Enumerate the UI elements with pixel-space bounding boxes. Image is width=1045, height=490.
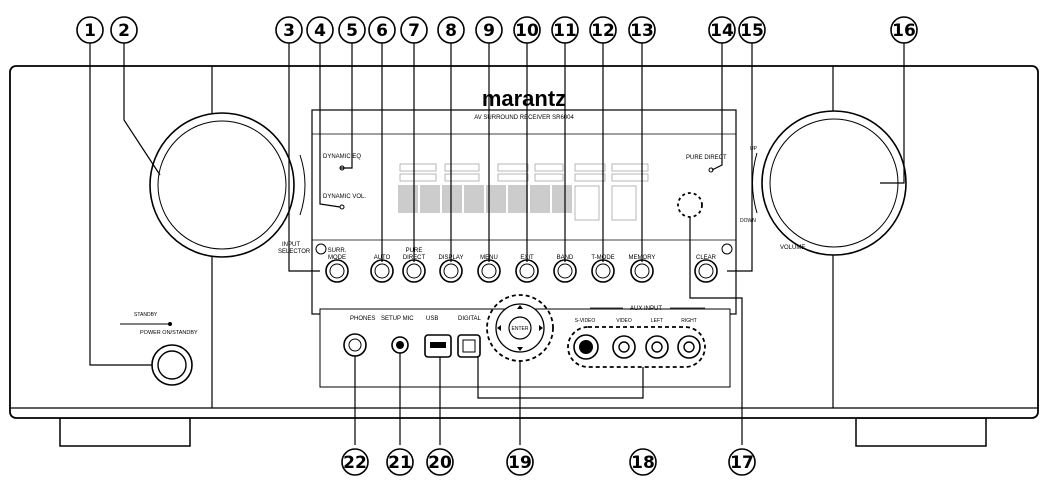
callout-circle-14 — [708, 16, 736, 44]
auto-button-inner — [374, 263, 390, 279]
callout-number-13: 13 — [630, 21, 654, 41]
fl-display — [398, 185, 572, 213]
surr-mode-button-inner — [329, 263, 345, 279]
callout-number-17: 17 — [730, 453, 754, 473]
display-indicators — [399, 163, 649, 221]
callout-circle-10 — [513, 16, 541, 44]
callout-number-11: 11 — [553, 21, 577, 41]
cursor-up-icon — [517, 305, 523, 309]
callout-circle-15 — [738, 16, 766, 44]
phones-label: PHONES — [350, 316, 375, 322]
memory-button-inner — [634, 263, 650, 279]
brand-logo: marantz — [482, 86, 566, 111]
callout-circle-6 — [368, 16, 396, 44]
callout-circle-3 — [275, 16, 303, 44]
callout-number-19: 19 — [508, 453, 532, 473]
callout-number-9: 9 — [483, 21, 495, 41]
callout-circle-8 — [437, 16, 465, 44]
callout-circle-5 — [338, 16, 366, 44]
pure-direct-label: PURE DIRECT — [686, 155, 727, 161]
callout-number-18: 18 — [631, 453, 655, 473]
dynamic-vol-label: DYNAMIC VOL. — [323, 194, 366, 200]
surr-mode-label: SURR. — [328, 248, 347, 254]
callout-number-10: 10 — [515, 21, 539, 41]
cursor-down-icon — [517, 347, 523, 351]
left-foot — [59, 417, 191, 447]
callout-number-20: 20 — [428, 453, 452, 473]
menu-button-inner — [481, 263, 497, 279]
aux-input-outline — [567, 326, 706, 368]
callout-number-7: 7 — [408, 21, 420, 41]
callout-circle-7 — [400, 16, 428, 44]
callout-number-16: 16 — [892, 21, 916, 41]
callout-circle-20 — [426, 448, 454, 476]
setup-mic-label: SETUP MIC — [381, 316, 414, 322]
standby-label: STANDBY — [134, 312, 158, 318]
exit-button-inner — [519, 263, 535, 279]
leader-lines — [89, 40, 905, 445]
power-label: POWER ON/STANDBY — [140, 330, 198, 336]
callout-number-14: 14 — [710, 21, 734, 41]
enter-button[interactable] — [508, 316, 532, 340]
callout-number-12: 12 — [591, 21, 615, 41]
clear-label: CLEAR — [696, 255, 717, 261]
callout-number-3: 3 — [283, 21, 295, 41]
callout-circle-21 — [386, 448, 414, 476]
callout-circle-2 — [110, 16, 138, 44]
dynamic-eq-label: DYNAMIC EQ — [323, 154, 361, 160]
input-selector-label: INPUT — [282, 242, 300, 248]
input-selector-label-2: SELECTOR — [278, 249, 311, 255]
clear-button-inner — [698, 263, 714, 279]
band-button-inner — [557, 263, 573, 279]
right-foot — [855, 417, 987, 447]
enter-label: ENTER — [512, 326, 529, 332]
surr-mode-label-2: MODE — [328, 255, 346, 261]
t-mode-button-inner — [595, 263, 611, 279]
callout-circle-9 — [475, 16, 503, 44]
callout-circle-22 — [341, 448, 369, 476]
callout-circle-11 — [551, 16, 579, 44]
callout-number-21: 21 — [388, 453, 412, 473]
volume-label: VOLUME — [780, 245, 805, 251]
digital-label: DIGITAL — [458, 316, 482, 322]
left-audio-label: LEFT — [651, 318, 663, 324]
callout-circle-13 — [628, 16, 656, 44]
callout-circle-4 — [306, 16, 334, 44]
callout-number-6: 6 — [376, 21, 388, 41]
usb-label: USB — [426, 316, 438, 322]
callout-circle-18 — [629, 448, 657, 476]
callout-circle-1 — [76, 16, 104, 44]
power-button-inner — [157, 350, 187, 380]
right-audio-label: RIGHT — [681, 318, 697, 324]
callout-number-5: 5 — [346, 21, 358, 41]
callout-circle-17 — [728, 448, 756, 476]
callout-number-4: 4 — [314, 21, 326, 41]
callout-circle-16 — [890, 16, 918, 44]
volume-up-label: UP — [750, 146, 758, 152]
cursor-left-icon — [497, 325, 501, 331]
left-marker — [315, 243, 327, 255]
callout-number-22: 22 — [343, 453, 367, 473]
callout-number-2: 2 — [118, 21, 130, 41]
aux-input-label: AUX INPUT — [630, 306, 662, 312]
video-label: VIDEO — [616, 318, 632, 324]
model-name: AV SURROUND RECEIVER SR6004 — [474, 115, 574, 121]
callout-number-8: 8 — [445, 21, 457, 41]
cursor-right-icon — [539, 325, 543, 331]
s-video-label: S-VIDEO — [575, 318, 596, 324]
pure-direct-button-inner — [406, 263, 422, 279]
right-marker — [721, 243, 733, 255]
standby-indicator — [168, 322, 172, 326]
callout-number-1: 1 — [84, 21, 96, 41]
callout-number-15: 15 — [740, 21, 764, 41]
display-button-inner — [443, 263, 459, 279]
volume-down-label: DOWN — [740, 218, 756, 224]
callout-circle-12 — [589, 16, 617, 44]
callout-circle-19 — [506, 448, 534, 476]
input-selector-knob-inner — [157, 120, 287, 250]
volume-knob-inner — [769, 118, 899, 248]
